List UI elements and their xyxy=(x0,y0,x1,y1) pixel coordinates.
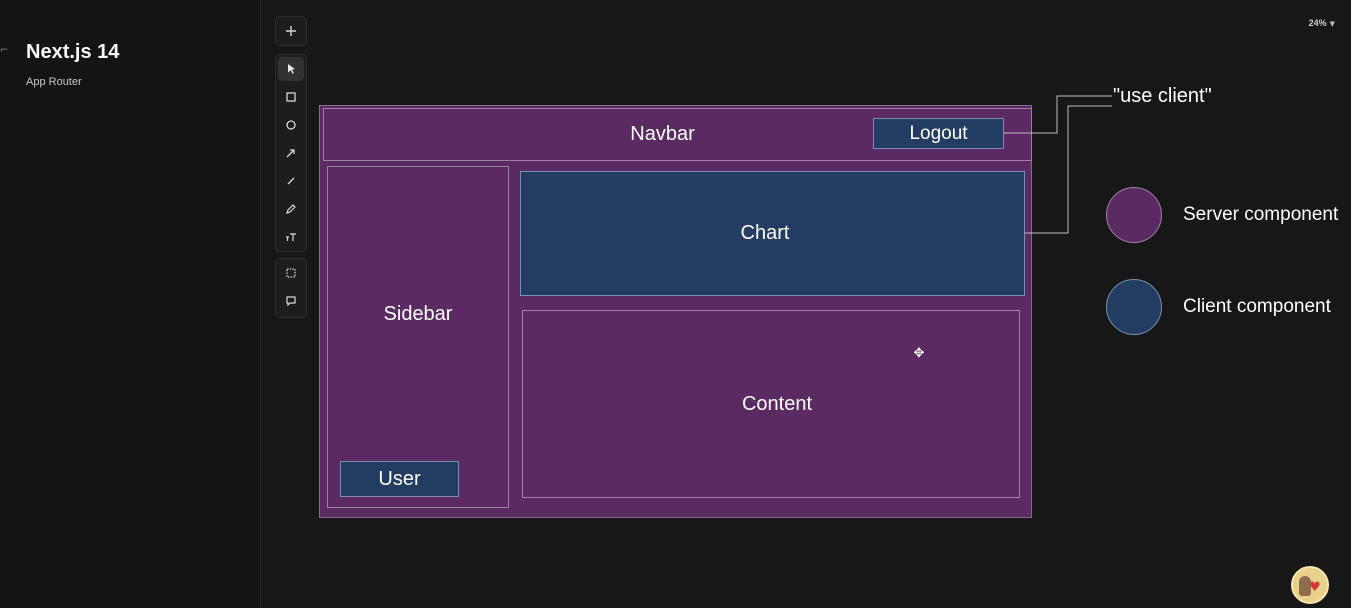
text-icon[interactable] xyxy=(278,225,304,249)
client-legend-label: Client component xyxy=(1183,296,1331,317)
toolbar-add-group xyxy=(275,16,307,46)
server-legend-swatch xyxy=(1106,187,1162,243)
page-subtitle: App Router xyxy=(26,76,82,88)
user-box[interactable]: User xyxy=(340,461,459,497)
avatar-figure xyxy=(1299,576,1311,596)
chart-box[interactable]: Chart xyxy=(520,171,1025,296)
plus-icon[interactable] xyxy=(278,19,304,43)
cursor-icon[interactable] xyxy=(278,57,304,81)
logout-box[interactable]: Logout xyxy=(873,118,1004,149)
sidebar-box[interactable]: Sidebar xyxy=(327,166,509,508)
frame-icon[interactable] xyxy=(278,261,304,285)
rectangle-icon[interactable] xyxy=(278,85,304,109)
avatar: ♥ xyxy=(1291,566,1329,604)
navbar-label: Navbar xyxy=(630,123,695,145)
line-icon[interactable] xyxy=(278,169,304,193)
sidebar-label: Sidebar xyxy=(383,302,453,325)
pencil-icon[interactable] xyxy=(278,197,304,221)
circle-icon[interactable] xyxy=(278,113,304,137)
move-cursor-icon: ✥ xyxy=(913,346,925,361)
content-label: Content xyxy=(741,392,813,415)
client-legend-swatch xyxy=(1106,279,1162,335)
use-client-annotation[interactable]: "use client" xyxy=(1113,85,1212,107)
comment-icon[interactable] xyxy=(278,289,304,313)
zoom-control[interactable]: 24%▼ xyxy=(1309,18,1335,28)
toolbar-tools-group xyxy=(275,54,307,252)
info-panel: ⌐ Next.js 14 App Router xyxy=(0,0,261,608)
content-box[interactable]: Content xyxy=(522,310,1020,498)
chart-label: Chart xyxy=(740,222,790,244)
arrow-icon[interactable] xyxy=(278,141,304,165)
zoom-level: 24% xyxy=(1308,18,1327,28)
user-label: User xyxy=(378,467,421,490)
toolbar-extra-group xyxy=(275,258,307,318)
heart-icon: ♥ xyxy=(1309,580,1321,595)
logout-label: Logout xyxy=(909,122,968,144)
panel-edge-mark: ⌐ xyxy=(0,45,9,56)
page-title: Next.js 14 xyxy=(26,41,120,63)
server-legend-label: Server component xyxy=(1183,204,1339,225)
chevron-down-icon: ▼ xyxy=(1329,20,1335,28)
